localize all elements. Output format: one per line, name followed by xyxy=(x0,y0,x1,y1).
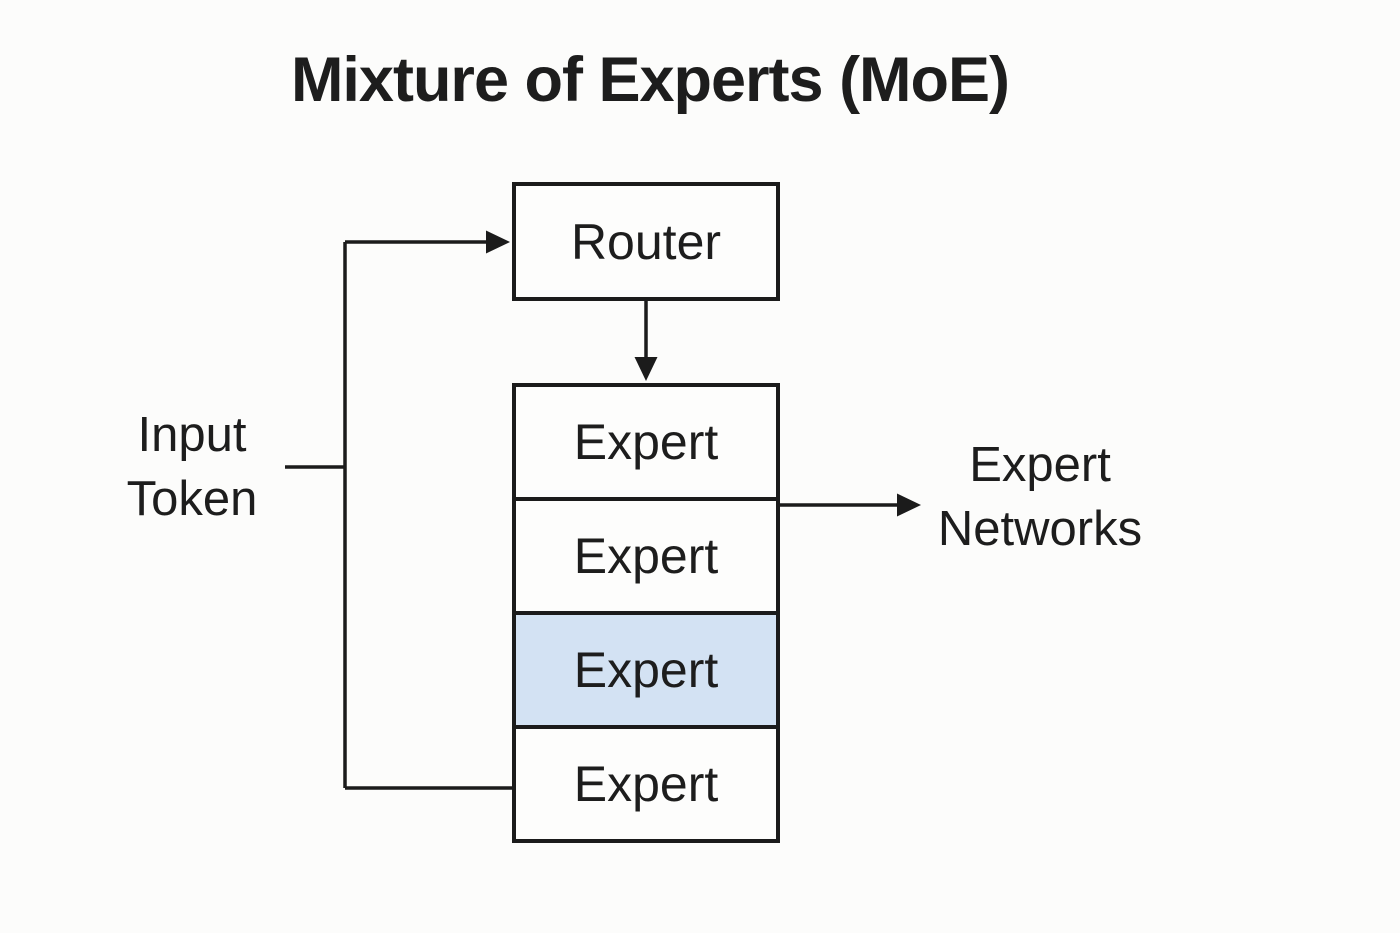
input-branch-line xyxy=(285,240,512,790)
expert-label: Expert xyxy=(573,414,719,470)
router-box: Router xyxy=(512,182,780,301)
input-token-label: Input Token xyxy=(126,408,258,526)
router-label: Router xyxy=(570,213,722,270)
diagram-title: Mixture of Experts (MoE) xyxy=(290,45,1010,115)
arrowhead-to-experts xyxy=(634,357,658,381)
expert-label: Expert xyxy=(573,642,719,698)
arrowhead-to-router xyxy=(486,230,510,254)
expert-row-highlighted: Expert xyxy=(516,611,776,725)
expert-stack: Expert Expert Expert Expert xyxy=(512,383,780,843)
expert-label: Expert xyxy=(573,756,719,812)
expert-label: Expert xyxy=(573,528,719,584)
expert-row: Expert xyxy=(516,497,776,611)
expert-row: Expert xyxy=(516,725,776,839)
expert-networks-label: Expert Networks xyxy=(937,438,1143,556)
expert-row: Expert xyxy=(516,387,776,497)
